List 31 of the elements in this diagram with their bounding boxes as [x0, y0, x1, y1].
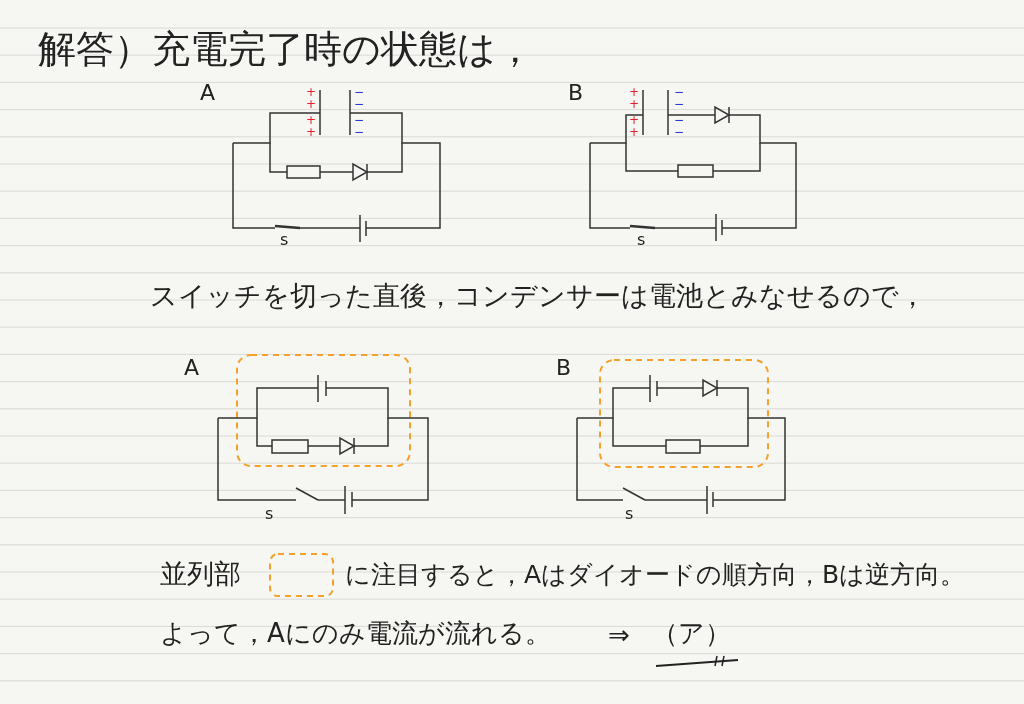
charge-sign: −: [354, 114, 365, 126]
charge-sign: −: [354, 86, 365, 98]
switch-label: s: [637, 232, 646, 248]
charge-sign: −: [674, 114, 685, 126]
circuit-label: B: [568, 82, 584, 104]
charge-sign: +: [629, 126, 640, 138]
charge-sign: +: [306, 114, 317, 126]
circuit-label: A: [184, 357, 200, 379]
arrow-symbol: ⇒: [608, 622, 630, 648]
title: 解答）充電完了時の状態は，: [38, 30, 534, 68]
answer-text: （ア）: [652, 620, 731, 646]
charge-sign: −: [354, 98, 365, 110]
explanation-text: に注目すると，Aはダイオードの順方向，Bは逆方向。: [345, 562, 966, 587]
charge-sign: +: [306, 126, 317, 138]
explanation-text: 並列部: [160, 560, 241, 587]
charge-sign: +: [629, 114, 640, 126]
charge-sign: +: [629, 86, 640, 98]
charge-sign: −: [354, 126, 365, 138]
charge-sign: +: [629, 98, 640, 110]
charge-sign: −: [674, 126, 685, 138]
explanation-text: よって，Aにのみ電流が流れる。: [160, 620, 551, 646]
charge-sign: +: [306, 98, 317, 110]
circuit-label: B: [556, 357, 572, 379]
switch-label: s: [625, 506, 634, 522]
charge-sign: +: [306, 86, 317, 98]
switch-label: s: [265, 506, 274, 522]
circuit-label: A: [200, 82, 216, 104]
explanation-text: スイッチを切った直後，コンデンサーは電池とみなせるので，: [150, 282, 926, 309]
charge-sign: −: [674, 86, 685, 98]
charge-sign: −: [674, 98, 685, 110]
switch-label: s: [280, 232, 289, 248]
